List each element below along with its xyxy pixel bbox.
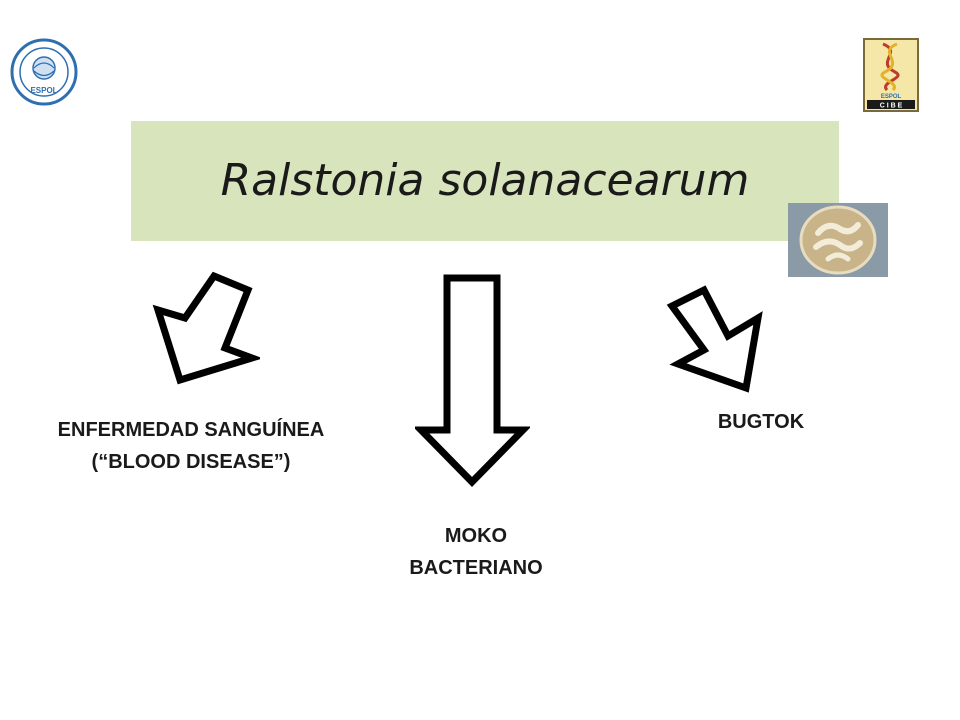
petri-dish-photo bbox=[788, 203, 888, 277]
diagram-title: Ralstonia solanacearum bbox=[220, 155, 750, 206]
title-box: Ralstonia solanacearum bbox=[131, 121, 839, 241]
label-line: BUGTOK bbox=[717, 411, 805, 433]
cibe-top-lettering: ESPOL bbox=[881, 94, 902, 100]
label-moko: MOKO BACTERIANO bbox=[330, 520, 622, 584]
bacterial-culture-petri-dish-icon bbox=[788, 203, 888, 277]
arrow-down-left-icon bbox=[152, 271, 263, 385]
seal-lettering: ESPOL bbox=[30, 86, 57, 95]
cibe-bottom-lettering: C I B E bbox=[880, 103, 903, 110]
arrow-down-icon bbox=[412, 274, 532, 487]
arrow-to-blood-disease bbox=[150, 270, 263, 385]
arrow-down-right-icon bbox=[666, 285, 763, 393]
label-bugtok: BUGTOK bbox=[661, 406, 861, 438]
label-blood-disease: ENFERMEDAD SANGUÍNEA (“BLOOD DISEASE”) bbox=[0, 414, 382, 478]
cibe-logo: ESPOL C I B E bbox=[863, 38, 919, 112]
espol-seal-logo: ESPOL bbox=[10, 38, 78, 106]
arrow-to-moko bbox=[412, 272, 532, 490]
arrow-to-bugtok bbox=[666, 284, 776, 394]
label-line: MOKO bbox=[444, 525, 508, 547]
cibe-logo-icon: ESPOL C I B E bbox=[863, 38, 919, 112]
label-line: ENFERMEDAD SANGUÍNEA bbox=[57, 419, 325, 441]
label-line: (“BLOOD DISEASE”) bbox=[91, 451, 291, 473]
label-line: BACTERIANO bbox=[409, 557, 543, 579]
espol-seal-icon: ESPOL bbox=[10, 38, 78, 106]
